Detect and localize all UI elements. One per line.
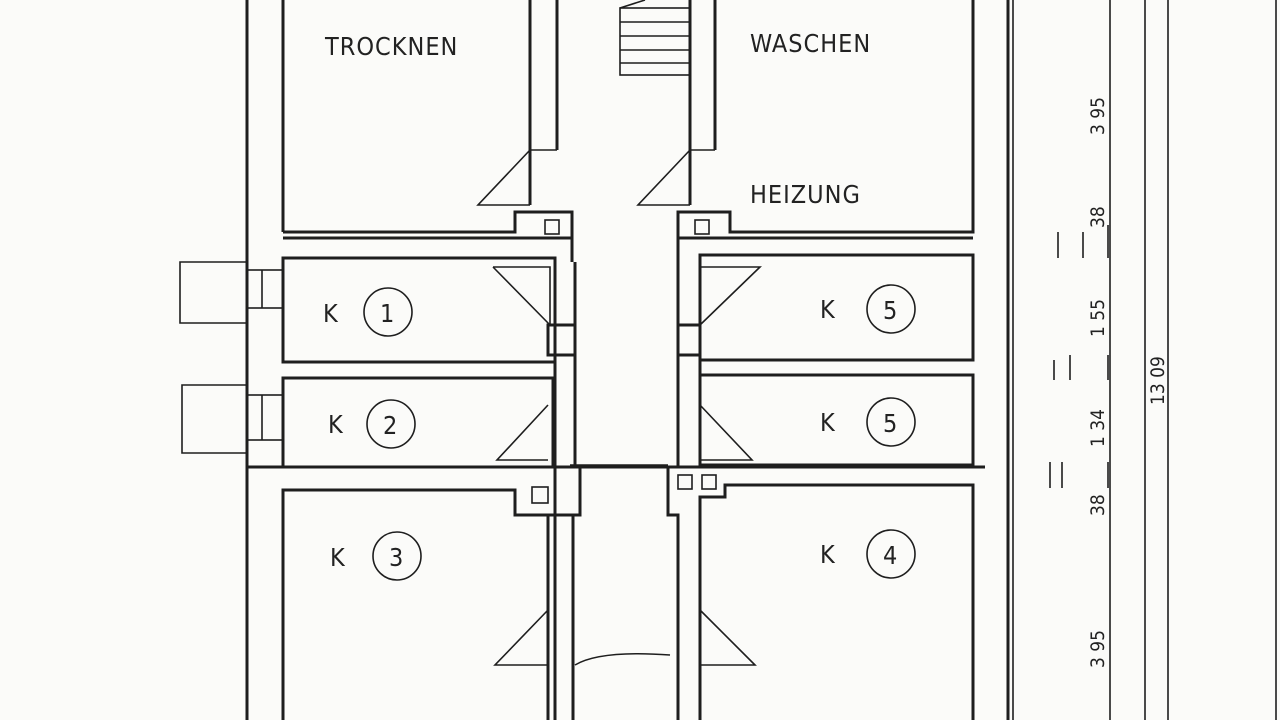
k-label: K [328,410,344,439]
stairs [619,0,691,76]
room-k1-number: 1 [380,299,395,328]
k-label: K [330,543,346,572]
room-k4-number: 4 [883,541,898,570]
dimension-1-55: 1 55 [1087,299,1109,337]
room-k2-number: 2 [383,411,398,440]
room-k5a-number: 5 [883,296,898,325]
k-label: K [820,295,836,324]
room-labels: TROCKNEN WASCHEN HEIZUNG K 1 K 2 K 3 K 5… [323,29,916,581]
k-label: K [323,299,339,328]
k-label: K [820,540,836,569]
dimension-1-34: 1 34 [1087,409,1109,447]
room-waschen: WASCHEN [750,29,871,58]
room-k3-number: 3 [389,543,404,572]
door-swings [476,149,762,666]
room-heizung: HEIZUNG [750,180,861,209]
dimension-38-bottom: 38 [1087,494,1109,516]
windows [179,261,284,454]
dimension-3-95-top: 3 95 [1087,97,1109,135]
room-trocknen: TROCKNEN [324,32,458,61]
dimension-38-top: 38 [1087,206,1109,228]
k-label: K [820,408,836,437]
dimension-3-95-bottom: 3 95 [1087,630,1109,668]
walls [245,0,1277,720]
room-k5b-number: 5 [883,409,898,438]
dimension-total-13-09: 13 09 [1147,356,1169,405]
dimension-chain: 3 95 38 1 55 1 34 38 3 95 13 09 [1049,0,1169,720]
